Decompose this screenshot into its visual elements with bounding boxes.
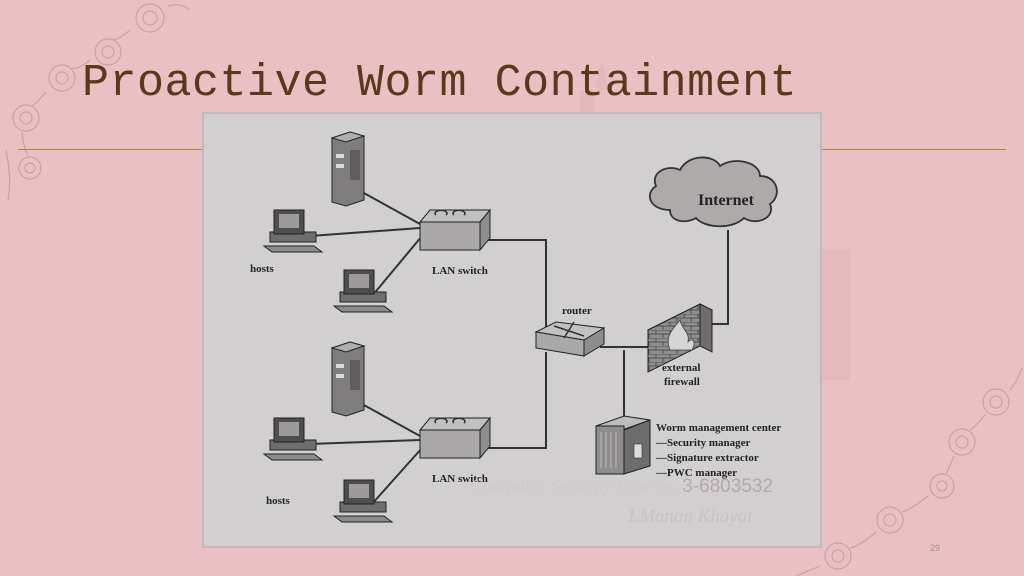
hosts-label-bottom: hosts: [266, 495, 291, 507]
link-server-switch-top: [361, 191, 421, 225]
internet-label: Internet: [698, 192, 755, 209]
lan-switch-top: [418, 208, 492, 252]
worm-center-item-pwc-manager: —PWC manager: [655, 467, 737, 479]
rose-motif-top-left: [5, 3, 191, 201]
rose-motif-bottom-right: [795, 367, 1023, 576]
internet-cloud: Internet: [648, 156, 778, 228]
course-watermark: Computer Security Course, 3-6803532: [470, 476, 773, 498]
router-label: router: [562, 305, 592, 317]
link-host2-switch-top: [371, 235, 423, 297]
course-watermark-text: Computer Security Course,: [470, 476, 683, 497]
worm-center-item-security-manager: —Security manager: [655, 437, 751, 449]
link-server-switch-bottom: [361, 403, 421, 437]
network-links: [309, 191, 729, 505]
lan-switch-label-bottom: LAN switch: [432, 473, 488, 485]
lan-switch-label-top: LAN switch: [432, 265, 488, 277]
link-switch-bottom-router: [488, 352, 547, 449]
worm-center-title: Worm management center: [656, 422, 781, 434]
external-firewall: [646, 303, 714, 373]
link-switch-top-router: [488, 239, 547, 334]
course-watermark-number: 3-6803532: [682, 476, 774, 497]
link-host1-switch-top: [309, 227, 421, 237]
host-computer-2: [332, 269, 394, 313]
worm-center-item-signature-extractor: —Signature extractor: [655, 452, 759, 464]
router: [534, 321, 606, 357]
author-watermark: I.Manan Khayat: [628, 506, 753, 527]
link-host1-switch-bottom: [309, 439, 421, 445]
firewall-label-line2: firewall: [664, 376, 700, 388]
server-top: [330, 131, 366, 207]
slide-title: Proactive Worm Containment: [82, 58, 798, 109]
host-computer-4: [332, 479, 394, 523]
link-firewall-internet: [712, 230, 729, 325]
firewall-label-line1: external: [662, 362, 700, 374]
network-diagram: Internet: [204, 114, 820, 546]
lan-switch-bottom: [418, 416, 492, 460]
host-computer-1: [262, 209, 324, 253]
server-bottom: [330, 341, 366, 417]
link-host2-switch-bottom: [371, 447, 423, 505]
worm-management-center-server: [595, 415, 651, 475]
host-computer-3: [262, 417, 324, 461]
hosts-label-top: hosts: [250, 263, 275, 275]
slide-number: 29: [930, 543, 941, 553]
